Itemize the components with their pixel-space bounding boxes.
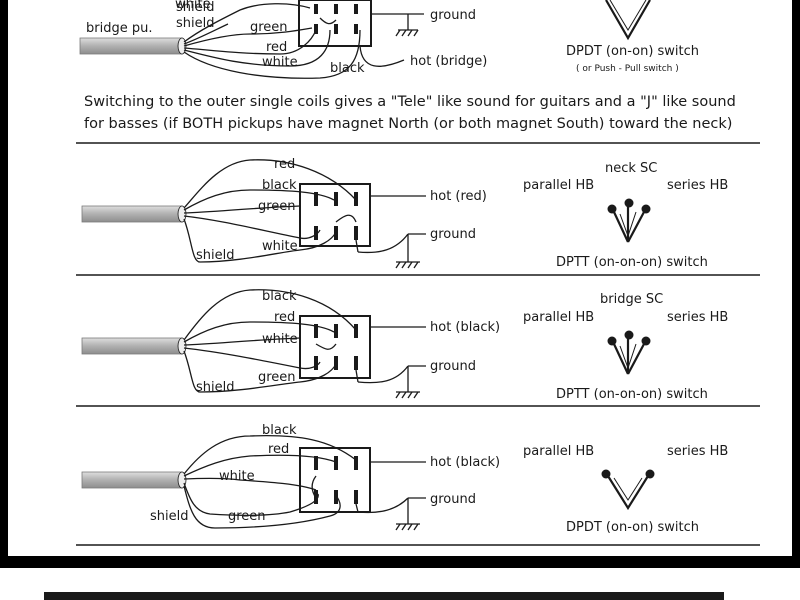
paragraph-line-1: Switching to the outer single coils give… xyxy=(84,94,736,110)
s1-label-white-top: white xyxy=(175,0,211,12)
wiring-diagram-sheet: white shield shield bridge pu. green red… xyxy=(8,0,792,556)
s4-label-red: red xyxy=(268,442,289,457)
s1-label-shield-2: shield xyxy=(176,16,215,31)
s4-switch-right: series HB xyxy=(667,444,728,459)
s3-label-ground: ground xyxy=(430,359,476,374)
s4-label-shield: shield xyxy=(150,509,189,524)
s4-label-black: black xyxy=(262,423,297,438)
s2-label-ground: ground xyxy=(430,227,476,242)
s1-label-white: white xyxy=(262,55,298,70)
s1-label-black: black xyxy=(330,61,365,76)
s3-label-green: green xyxy=(258,370,296,385)
s4-switch-name: DPDT (on-on) switch xyxy=(566,520,699,535)
s2-label-black: black xyxy=(262,178,297,193)
section-3-diagram xyxy=(81,289,651,399)
s1-label-bridge-pu: bridge pu. xyxy=(86,21,152,36)
wiring-diagram-canvas: white shield shield bridge pu. green red… xyxy=(76,0,760,546)
s3-label-white: white xyxy=(262,332,298,347)
s4-switch-left: parallel HB xyxy=(523,444,594,459)
s1-label-hot: hot (bridge) xyxy=(410,54,487,69)
s4-label-white: white xyxy=(219,469,255,484)
s3-label-black: black xyxy=(262,289,297,304)
s3-switch-right: series HB xyxy=(667,310,728,325)
s2-label-red: red xyxy=(274,157,295,172)
s3-label-hot: hot (black) xyxy=(430,320,500,335)
next-page-header-bar xyxy=(44,592,724,600)
s1-label-ground: ground xyxy=(430,8,476,23)
s2-switch-left: parallel HB xyxy=(523,178,594,193)
s4-label-hot: hot (black) xyxy=(430,455,500,470)
section-1-diagram xyxy=(79,0,651,79)
s2-label-shield: shield xyxy=(196,248,235,263)
section-2-diagram xyxy=(81,159,651,269)
s1-label-green: green xyxy=(250,20,288,35)
s3-switch-left: parallel HB xyxy=(523,310,594,325)
s4-label-green: green xyxy=(228,509,266,524)
s1-label-red: red xyxy=(266,40,287,55)
next-page-area xyxy=(0,568,800,600)
s2-switch-center: neck SC xyxy=(605,161,657,176)
s1-switch-name: DPDT (on-on) switch xyxy=(566,44,699,59)
s2-label-white: white xyxy=(262,239,298,254)
s2-switch-name: DPTT (on-on-on) switch xyxy=(556,255,708,270)
s1-switch-note: ( or Push - Pull switch ) xyxy=(576,64,679,74)
s3-label-red: red xyxy=(274,310,295,325)
s3-switch-name: DPTT (on-on-on) switch xyxy=(556,387,708,402)
s3-label-shield: shield xyxy=(196,380,235,395)
s2-switch-right: series HB xyxy=(667,178,728,193)
s2-label-hot: hot (red) xyxy=(430,189,487,204)
paragraph-line-2: for basses (if BOTH pickups have magnet … xyxy=(84,116,732,132)
s1-label-shield-1: shield xyxy=(176,0,215,15)
s2-label-green: green xyxy=(258,199,296,214)
s3-switch-center: bridge SC xyxy=(600,292,663,307)
s4-label-ground: ground xyxy=(430,492,476,507)
section-4-diagram xyxy=(81,435,655,531)
